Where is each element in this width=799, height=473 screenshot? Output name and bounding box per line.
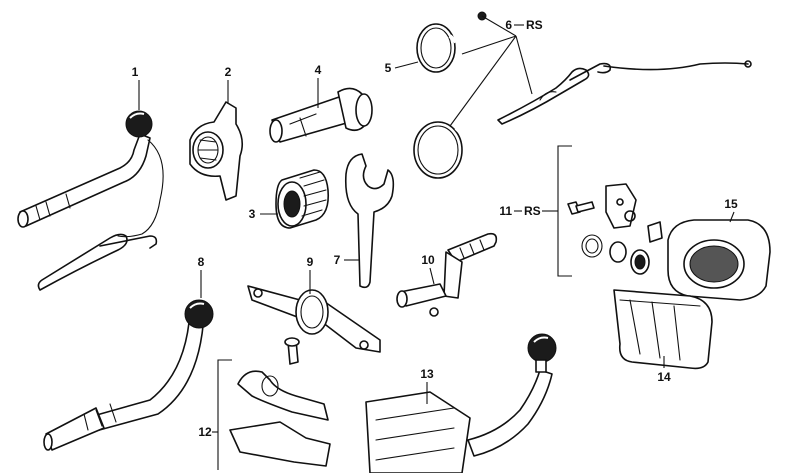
part-6-spring-clip — [497, 60, 752, 125]
part-9-clamp-bracket — [247, 285, 381, 353]
callout-14-label: 14 — [657, 370, 671, 384]
part-7-wrench — [344, 153, 395, 289]
part-4-pin-sleeve — [269, 87, 373, 143]
callout-8-label: 8 — [198, 255, 205, 269]
callout-7-label: 7 — [334, 253, 341, 267]
callout-14: 14 — [657, 356, 671, 384]
part-12-mounting-brackets — [217, 337, 331, 470]
callout-12: 12 — [198, 425, 218, 439]
callout-4: 4 — [315, 63, 322, 108]
callout-6-suffix: RS — [526, 18, 543, 32]
callout-5: 5 — [385, 61, 419, 75]
callout-11-label: 11 — [499, 204, 512, 218]
callout-4-label: 4 — [315, 63, 322, 77]
callout-9: 9 — [307, 255, 314, 294]
callout-9-label: 9 — [307, 255, 314, 269]
callout-1-label: 1 — [132, 65, 139, 79]
part-8-tow-ball-arm — [43, 299, 214, 451]
callout-11: 11 RS — [499, 204, 558, 218]
part-11-hardware-kit — [557, 145, 663, 277]
callout-13: 13 — [420, 367, 434, 404]
part-13-hitch-assembly — [365, 333, 557, 473]
callout-2-label: 2 — [225, 65, 232, 79]
part-14-socket-housing — [613, 289, 713, 370]
part-10-lever — [396, 232, 498, 317]
callout-12-label: 12 — [198, 425, 212, 439]
callout-3: 3 — [249, 207, 278, 221]
callout-10-label: 10 — [421, 253, 435, 267]
callout-15-label: 15 — [724, 197, 738, 211]
callout-10: 10 — [421, 253, 435, 285]
callout-5-label: 5 — [385, 61, 392, 75]
screw — [567, 201, 595, 215]
part-15-socket-cover — [667, 219, 771, 301]
callout-13-label: 13 — [420, 367, 434, 381]
callout-2: 2 — [225, 65, 232, 104]
callout-1: 1 — [132, 65, 140, 110]
callout-3-label: 3 — [249, 207, 256, 221]
part-5-snap-ring — [416, 23, 458, 73]
part-3-knurled-nut — [275, 169, 330, 229]
callout-6: 6 RS — [449, 15, 543, 127]
part-2-wing-nut — [189, 101, 244, 201]
callout-7: 7 — [334, 253, 360, 267]
callout-8: 8 — [198, 255, 205, 298]
callout-6-label: 6 — [505, 18, 512, 32]
part-1-tow-ball-arm — [17, 110, 164, 291]
part-6-ring-large — [413, 121, 466, 179]
callout-11-suffix: RS — [524, 204, 541, 218]
callout-15: 15 — [724, 197, 738, 223]
